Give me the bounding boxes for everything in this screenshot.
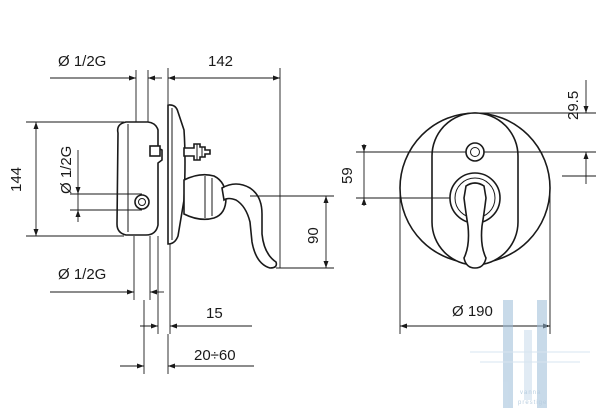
label-depth-142: 142 (208, 53, 233, 70)
lever-side (221, 183, 278, 269)
side-view (116, 104, 278, 269)
label-offset-59: 59 (339, 167, 356, 184)
watermark-bar (503, 300, 513, 408)
label-thread-side: Ø 1/2G (58, 146, 75, 194)
watermark-logo: vanna prestige (470, 300, 590, 408)
label-diameter-190: Ø 190 (452, 303, 493, 320)
front-view (399, 112, 551, 269)
top-connector (149, 145, 161, 157)
wall-plate-side (167, 104, 186, 245)
watermark-brand: vanna (520, 390, 541, 396)
label-offset-29-5: 29.5 (565, 91, 582, 120)
label-plate-15: 15 (206, 305, 223, 322)
valve-body (116, 121, 163, 236)
dimension-lines-side (26, 68, 334, 374)
lever-front (463, 182, 487, 269)
label-handle-90: 90 (305, 227, 322, 244)
label-thread-bottom: Ø 1/2G (58, 266, 106, 283)
label-height-144: 144 (8, 167, 25, 192)
watermark-sub: prestige (518, 400, 547, 406)
outlet-port (134, 194, 150, 210)
dimension-labels: Ø 1/2G 142 144 Ø 1/2G Ø 1/2G 15 20÷60 90… (8, 53, 582, 364)
label-range-20-60: 20÷60 (194, 347, 236, 364)
label-thread-top: Ø 1/2G (58, 53, 106, 70)
